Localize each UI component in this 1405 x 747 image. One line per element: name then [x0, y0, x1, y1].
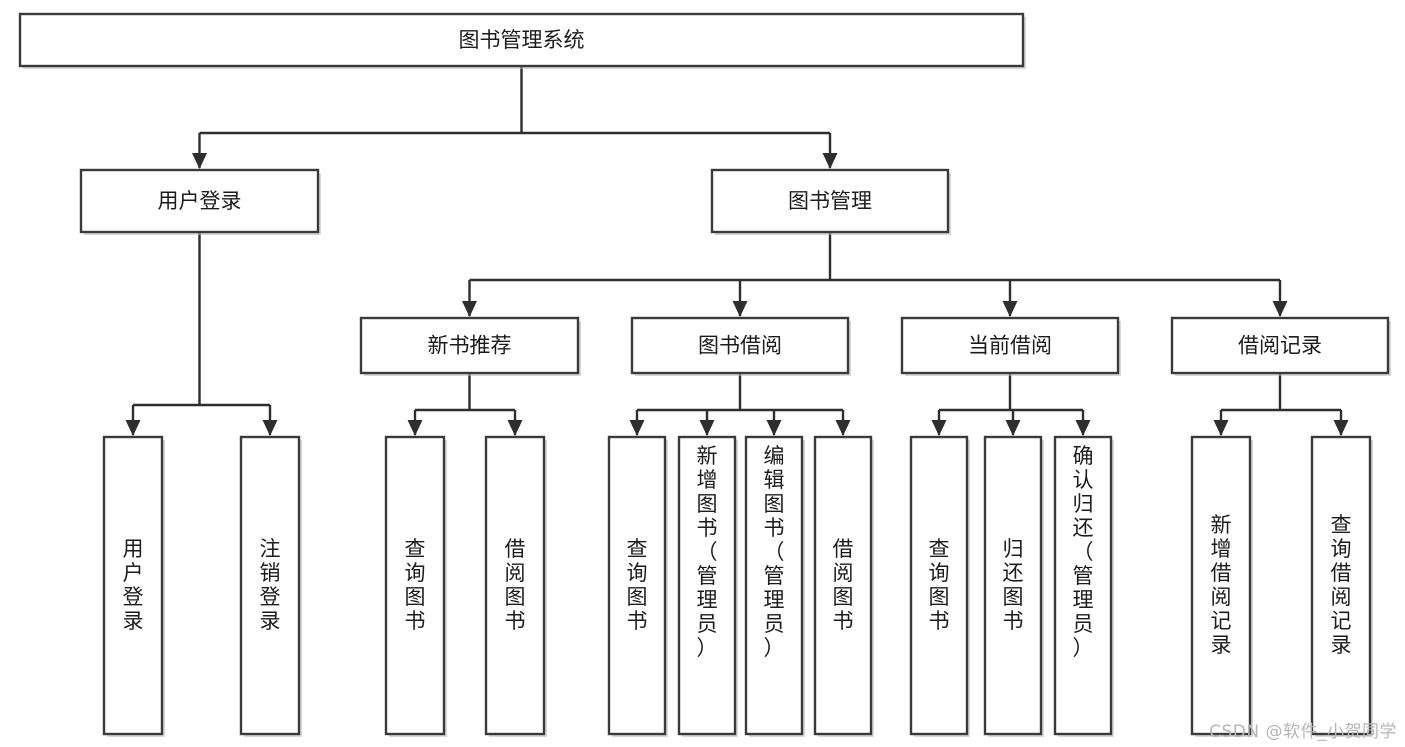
node-current-borrow[interactable]: 当前借阅 — [900, 316, 1121, 376]
node-leaf-query-borrow-record[interactable]: 查询借阅记录 — [1310, 435, 1373, 737]
node-label-leaf-borrow-book-recommend: 借阅图书 — [505, 537, 526, 633]
node-box-user-login[interactable] — [79, 168, 320, 234]
arrow-head-icon — [629, 420, 645, 436]
arrow-head-icon — [125, 420, 141, 436]
node-label-leaf-query-borrow-record: 查询借阅记录 — [1331, 513, 1352, 657]
node-box-leaf-query-book-current[interactable] — [909, 435, 969, 736]
node-label-current-borrow: 当前借阅 — [968, 334, 1052, 358]
node-leaf-edit-book-admin[interactable]: 编辑图书（管理员） — [744, 435, 805, 737]
arrow-head-icon — [262, 420, 278, 436]
node-box-book-borrow[interactable] — [630, 316, 850, 375]
node-label-leaf-user-login: 用户登录 — [123, 537, 144, 633]
node-label-leaf-add-book-admin: 新增图书（管理员） — [697, 444, 718, 660]
node-label-leaf-query-book-borrow: 查询图书 — [627, 537, 648, 633]
node-box-leaf-query-book-borrow[interactable] — [607, 435, 667, 736]
node-box-leaf-edit-book-admin[interactable] — [744, 435, 804, 736]
node-box-leaf-query-borrow-record[interactable] — [1310, 435, 1372, 736]
node-label-book-management: 图书管理 — [788, 189, 872, 213]
arrow-head-icon — [766, 420, 782, 436]
node-box-borrow-record[interactable] — [1170, 316, 1390, 375]
node-label-leaf-confirm-return-admin: 确认归还（管理员） — [1073, 444, 1094, 660]
node-label-root: 图书管理系统 — [459, 28, 585, 52]
node-box-leaf-borrow-book-recommend[interactable] — [484, 435, 546, 736]
arrow-head-icon — [699, 420, 715, 436]
node-label-leaf-query-book-current: 查询图书 — [929, 537, 950, 633]
arrow-head-icon — [1075, 420, 1091, 436]
node-box-leaf-add-book-admin[interactable] — [677, 435, 737, 736]
node-box-leaf-logout-login[interactable] — [239, 435, 301, 736]
node-label-book-borrow: 图书借阅 — [698, 334, 782, 358]
node-box-book-management[interactable] — [710, 168, 950, 234]
node-box-current-borrow[interactable] — [900, 316, 1120, 375]
arrow-head-icon — [1333, 420, 1349, 436]
node-label-new-book-recommend: 新书推荐 — [428, 334, 512, 358]
arrow-head-icon — [407, 420, 423, 436]
node-new-book-recommend[interactable]: 新书推荐 — [359, 316, 581, 376]
arrow-head-icon — [1005, 420, 1021, 436]
connector-layer — [125, 66, 1349, 436]
arrow-head-icon — [507, 420, 523, 436]
node-box-root[interactable] — [18, 12, 1025, 68]
node-box-leaf-return-book[interactable] — [983, 435, 1043, 736]
node-leaf-query-book-recommend[interactable]: 查询图书 — [384, 435, 447, 737]
node-leaf-add-book-admin[interactable]: 新增图书（管理员） — [677, 435, 738, 737]
node-label-leaf-edit-book-admin: 编辑图书（管理员） — [764, 444, 785, 660]
node-user-login[interactable]: 用户登录 — [79, 168, 321, 235]
arrow-head-icon — [1213, 420, 1229, 436]
node-layer: 图书管理系统用户登录图书管理新书推荐图书借阅当前借阅借阅记录用户登录注销登录查询… — [18, 12, 1391, 737]
node-book-borrow[interactable]: 图书借阅 — [630, 316, 851, 376]
node-borrow-record[interactable]: 借阅记录 — [1170, 316, 1391, 376]
node-leaf-return-book[interactable]: 归还图书 — [983, 435, 1044, 737]
node-leaf-borrow-book[interactable]: 借阅图书 — [813, 435, 874, 737]
node-book-management[interactable]: 图书管理 — [710, 168, 951, 235]
node-label-leaf-borrow-book: 借阅图书 — [833, 537, 854, 633]
node-label-leaf-logout-login: 注销登录 — [260, 537, 281, 633]
node-root[interactable]: 图书管理系统 — [18, 12, 1026, 69]
node-box-new-book-recommend[interactable] — [359, 316, 580, 375]
node-box-leaf-confirm-return-admin[interactable] — [1053, 435, 1113, 736]
arrow-head-icon — [732, 301, 748, 317]
arrow-head-icon — [822, 153, 838, 169]
arrow-head-icon — [835, 420, 851, 436]
node-label-leaf-query-book-recommend: 查询图书 — [405, 537, 426, 633]
node-label-user-login: 用户登录 — [158, 189, 242, 213]
node-leaf-borrow-book-recommend[interactable]: 借阅图书 — [484, 435, 547, 737]
node-leaf-logout-login[interactable]: 注销登录 — [239, 435, 302, 737]
node-leaf-query-book-current[interactable]: 查询图书 — [909, 435, 970, 737]
node-leaf-add-borrow-record[interactable]: 新增借阅记录 — [1190, 435, 1253, 737]
arrow-head-icon — [462, 301, 477, 317]
node-box-leaf-add-borrow-record[interactable] — [1190, 435, 1252, 736]
node-box-leaf-user-login[interactable] — [102, 435, 164, 736]
node-box-leaf-query-book-recommend[interactable] — [384, 435, 446, 736]
node-leaf-confirm-return-admin[interactable]: 确认归还（管理员） — [1053, 435, 1114, 737]
node-leaf-user-login[interactable]: 用户登录 — [102, 435, 165, 737]
arrow-head-icon — [1002, 301, 1018, 317]
node-label-borrow-record: 借阅记录 — [1238, 334, 1322, 358]
node-label-leaf-add-borrow-record: 新增借阅记录 — [1211, 513, 1232, 657]
arrow-head-icon — [1272, 301, 1288, 317]
arrow-head-icon — [192, 153, 207, 169]
arrow-head-icon — [931, 420, 947, 436]
node-leaf-query-book-borrow[interactable]: 查询图书 — [607, 435, 668, 737]
node-label-leaf-return-book: 归还图书 — [1003, 537, 1024, 633]
node-box-leaf-borrow-book[interactable] — [813, 435, 873, 736]
